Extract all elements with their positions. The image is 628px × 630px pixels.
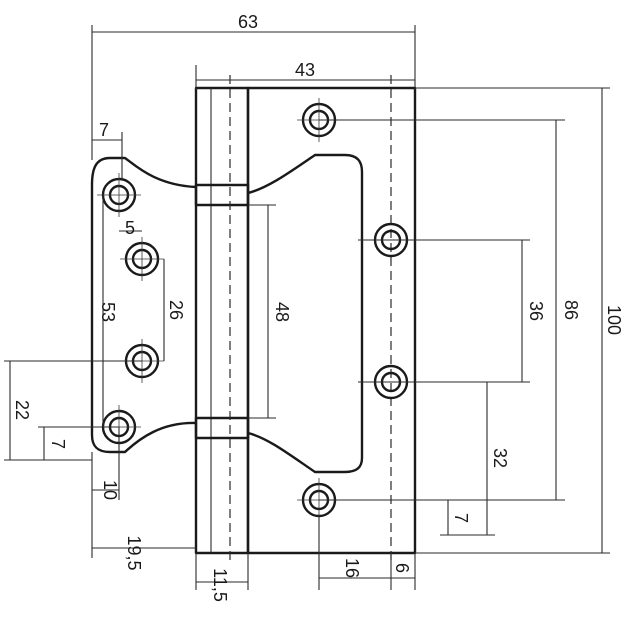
right-leaf-outline <box>246 86 417 555</box>
label-tab-bottom-offset: 7 <box>48 439 68 449</box>
hole-tab-upper <box>120 237 164 281</box>
hole-tab-top <box>97 173 141 217</box>
label-tab-height: 53 <box>98 302 118 322</box>
label-overall-width: 63 <box>238 12 258 32</box>
label-inner-pitch: 26 <box>166 300 186 320</box>
label-leaf-outer-pitch: 86 <box>561 300 581 320</box>
label-leaf-bottom-offset: 7 <box>451 513 471 523</box>
right-leaf-cutout <box>247 153 364 474</box>
label-tab-lower-height: 22 <box>12 400 32 420</box>
label-leaf-edge-offset: 6 <box>392 563 412 573</box>
left-leaf-outline <box>90 156 197 454</box>
label-overall-height: 100 <box>604 305 624 335</box>
knuckle-barrel <box>194 86 250 555</box>
label-knuckle-length: 48 <box>272 302 292 322</box>
label-hole-offset: 5 <box>125 218 135 238</box>
dimension-lines <box>4 25 610 590</box>
knuckle-upper-segment <box>194 183 250 207</box>
label-tab-offset: 7 <box>99 120 109 140</box>
label-leaf-width: 43 <box>295 60 315 80</box>
knuckle-lower-segment <box>194 416 250 440</box>
hinge-outline <box>90 75 417 560</box>
label-tab-to-knuckle: 19,5 <box>124 535 144 570</box>
label-tab-hole-x: 10 <box>100 480 120 500</box>
label-leaf-inner-pitch: 36 <box>526 301 546 321</box>
label-lower-hole-height: 32 <box>490 448 510 468</box>
mounting-holes <box>97 98 413 522</box>
dimension-labels: 63 43 7 5 53 26 48 22 7 10 19,5 11,5 16 … <box>12 12 624 602</box>
label-leaf-hole-x: 16 <box>342 558 362 578</box>
label-knuckle-width: 11,5 <box>210 568 230 602</box>
